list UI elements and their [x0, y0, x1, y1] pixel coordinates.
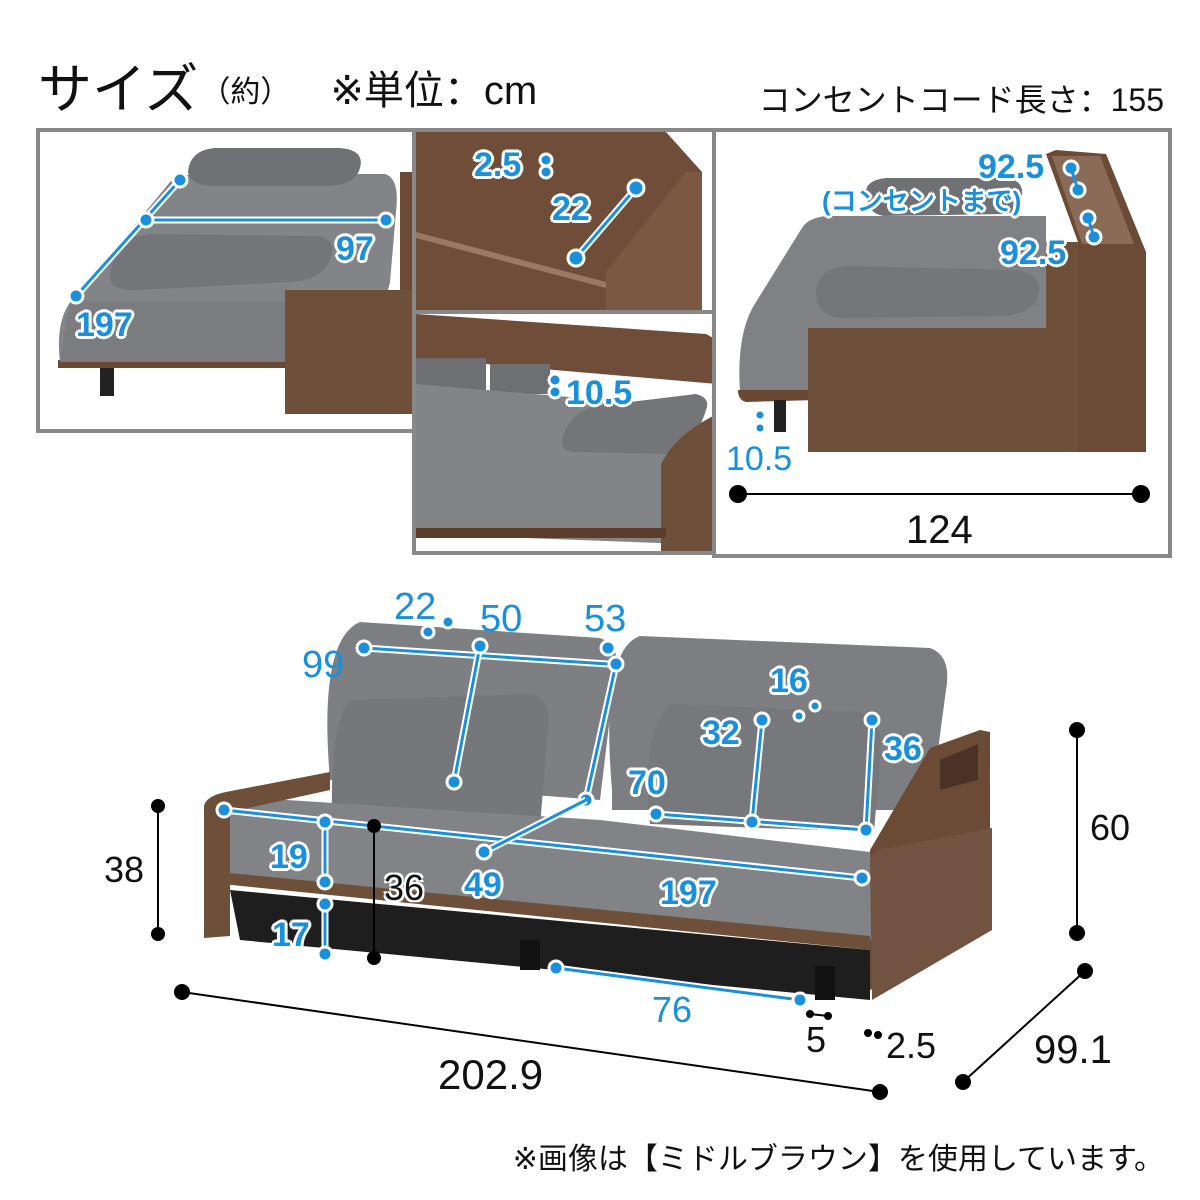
- lumbar-thickness-label: 16: [770, 662, 808, 700]
- clearance-illustration: [416, 314, 713, 551]
- title-text: サイズ: [38, 60, 199, 120]
- total-height-label: 60: [1090, 807, 1131, 848]
- shelf-lip-label: 2.5: [474, 146, 522, 184]
- back-cushion-depth-label: 53: [584, 598, 627, 640]
- total-width-label: 202.9: [438, 1051, 544, 1098]
- sofa-main-illustration: [151, 614, 1093, 1100]
- under-seat-label: 17: [272, 916, 310, 954]
- panel-under-clearance: 10.5: [412, 310, 717, 555]
- color-footnote: ※画像は【ミドルブラウン】を使用しています。: [512, 1143, 1164, 1176]
- leg-span-label: 76: [652, 989, 693, 1030]
- lumbar-depth-label: 36: [884, 730, 922, 768]
- bed-total-length-label: 124: [906, 508, 973, 552]
- bed-length-label: 197: [76, 306, 133, 344]
- outlet-height-label: 92.5: [978, 148, 1045, 186]
- shelf-depth-label: 22: [552, 190, 590, 228]
- under-clearance-label: 10.5: [566, 374, 633, 412]
- back-cushion-height-label: 50: [480, 598, 523, 640]
- leg-height-label: 10.5: [726, 440, 793, 478]
- page-title: サイズ（約） ※単位：cm: [38, 58, 537, 125]
- cord-length-label: コンセントコード長さ：155: [758, 82, 1164, 118]
- unit-label: ※単位：cm: [330, 69, 538, 113]
- seat-width-label: 197: [660, 874, 717, 912]
- bed-width-label: 97: [336, 230, 374, 268]
- seat-height-inner-label: 36: [384, 867, 425, 908]
- headboard-height-label: 92.5: [1000, 234, 1067, 272]
- arm-offset-label: 2.5: [886, 1025, 937, 1066]
- back-cushion-width-label: 99: [302, 644, 345, 686]
- bed-mode-illustration: [58, 148, 416, 414]
- outlet-note-label: (コンセントまで): [822, 186, 1022, 216]
- total-depth-label: 99.1: [1034, 1028, 1112, 1072]
- side-view-illustration: [716, 132, 1168, 554]
- panel-headboard-detail: 2.5 22: [412, 128, 717, 318]
- panel-side-view: 92.5 (コンセントまで) 92.5 10.5 124: [712, 128, 1172, 558]
- headboard-illustration: [416, 132, 713, 314]
- seat-cushion-thickness-label: 19: [270, 838, 308, 876]
- arm-height-label: 38: [104, 849, 145, 890]
- back-cushion-thickness-label: 22: [394, 586, 437, 628]
- leg-width-label: 5: [806, 1019, 827, 1060]
- seat-depth-label: 49: [464, 866, 502, 904]
- lumbar-width-label: 70: [628, 764, 666, 802]
- title-approx-note: （約）: [200, 76, 291, 109]
- panel-bed-mode: 97 197: [36, 128, 420, 433]
- lumbar-height-label: 32: [702, 714, 740, 752]
